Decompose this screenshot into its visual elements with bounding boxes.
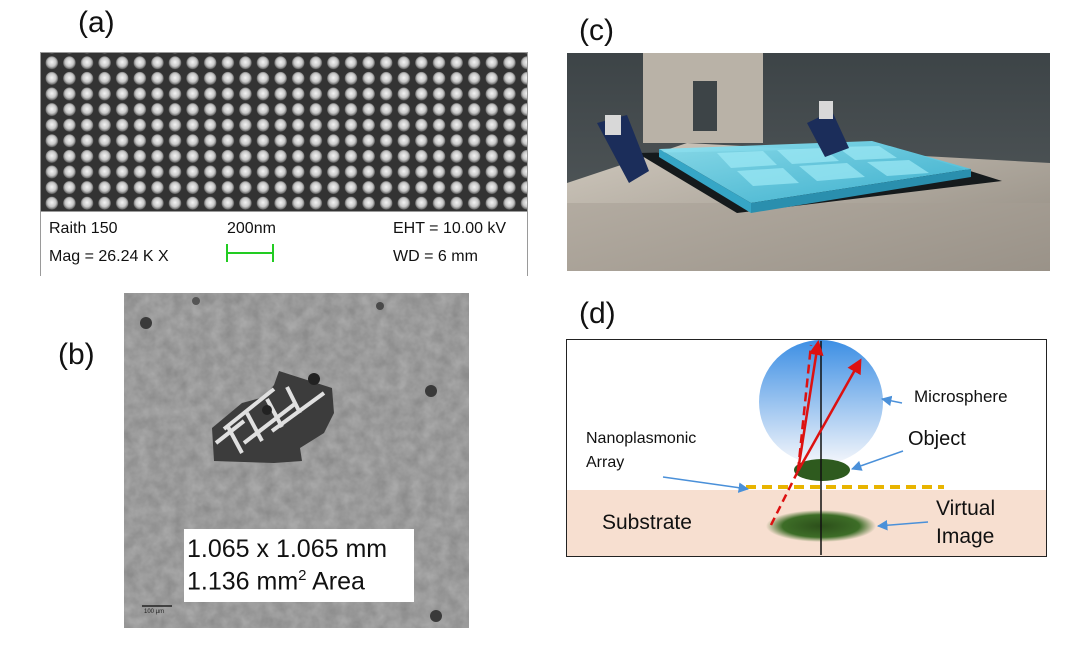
object-label: Object xyxy=(908,428,966,450)
area-annotation-box: 1.065 x 1.065 mm 1.136 mm2 Area xyxy=(184,529,414,602)
panel-label-b: (b) xyxy=(58,338,95,371)
sem-panel: Raith 150 200nm EHT = 10.00 kV Mag = 26.… xyxy=(40,52,528,276)
sem-mag: Mag = 26.24 K X xyxy=(49,248,169,265)
object-shape xyxy=(794,459,850,481)
panel-label-a: (a) xyxy=(78,6,115,39)
sem-dot-grid xyxy=(41,53,527,211)
array-label-line1: Nanoplasmonic xyxy=(586,430,696,447)
panel-label-d: (d) xyxy=(579,297,616,330)
micrograph-scale-label: 100 µm xyxy=(144,609,165,615)
sem-wd: WD = 6 mm xyxy=(393,248,478,265)
panel-label-c: (c) xyxy=(579,14,614,47)
area-value: 1.136 mm xyxy=(187,567,299,596)
virtual-label-line2: Image xyxy=(936,525,994,548)
virtual-label-line1: Virtual xyxy=(936,497,995,520)
array-region xyxy=(212,371,334,463)
micrograph-panel: 100 µm 1.065 x 1.065 mm 1.136 mm2 Area xyxy=(124,293,469,628)
area-text: 1.136 mm2 Area xyxy=(187,567,365,596)
render-panel xyxy=(567,53,1050,271)
pointer-arrows xyxy=(662,395,929,531)
microsphere-label: Microsphere xyxy=(914,387,1008,406)
area-suffix: Area xyxy=(306,567,365,596)
array-label-line2: Array xyxy=(586,454,624,471)
sem-scale-bar xyxy=(226,244,274,262)
render-image xyxy=(567,53,1050,271)
micrograph-image xyxy=(124,293,469,628)
sem-scale-label: 200nm xyxy=(227,220,276,237)
sem-info-bar: Raith 150 200nm EHT = 10.00 kV Mag = 26.… xyxy=(41,211,527,276)
sem-nanoarray-image xyxy=(41,53,527,211)
dimensions-text: 1.065 x 1.065 mm xyxy=(187,535,388,563)
area-exponent: 2 xyxy=(298,567,307,584)
substrate-label: Substrate xyxy=(602,511,692,534)
sem-instrument: Raith 150 xyxy=(49,220,118,237)
light-rays xyxy=(769,340,862,526)
schematic-diagram: Microsphere Object Nanoplasmonic Array S… xyxy=(566,339,1047,557)
sem-eht: EHT = 10.00 kV xyxy=(393,220,507,237)
